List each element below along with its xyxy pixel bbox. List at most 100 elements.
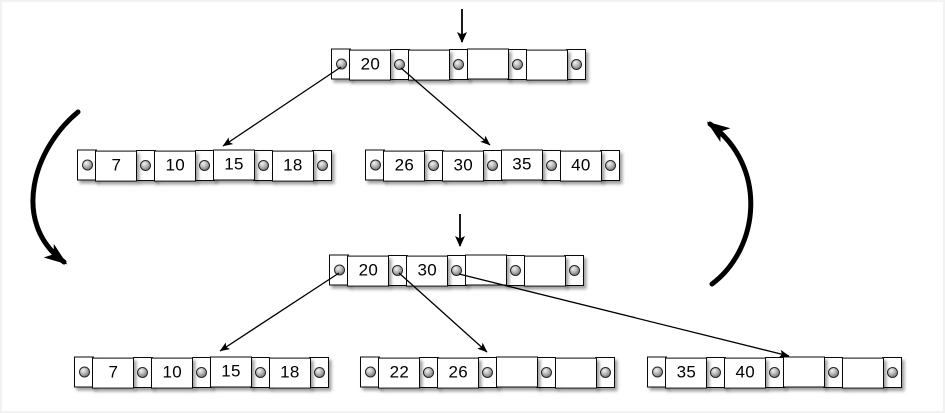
pointer-slot: [482, 150, 503, 181]
pointer-dot-icon: [487, 160, 499, 171]
pointer-slot: [77, 149, 97, 181]
key-cell: 15: [213, 149, 256, 181]
key-cell: 22: [378, 357, 421, 389]
node-left-child-before: 7 10 15 18: [77, 149, 333, 182]
pointer-dot-icon: [254, 367, 266, 378]
pointer-slot: [507, 49, 528, 80]
pointer-dot-icon: [364, 366, 376, 378]
key-cell: 30: [442, 150, 485, 182]
pointer-dot-icon: [199, 160, 211, 171]
pointer-slot: [329, 254, 349, 286]
key-cell: 26: [437, 357, 480, 389]
pointer-slot: [418, 357, 439, 388]
pointer-dot-icon: [257, 160, 269, 171]
pointer-slot: [250, 357, 271, 388]
key-cell: 7: [92, 357, 135, 389]
link-after-root-to-left-child: [219, 272, 340, 352]
key-cell: [467, 48, 510, 80]
key-cell: 35: [501, 149, 544, 181]
key-cell: 18: [268, 357, 311, 389]
key-cell: 10: [151, 357, 194, 389]
node-right-child-after: 35 40: [647, 356, 903, 389]
pointer-slot: [191, 357, 212, 388]
pointer-dot-icon: [651, 366, 663, 378]
pointer-slot: [389, 49, 410, 80]
key-cell: 15: [210, 356, 253, 388]
pointer-dot-icon: [599, 367, 611, 378]
pointer-dot-icon: [78, 366, 90, 378]
curved-arrow-up-icon: [706, 121, 754, 287]
pointer-slot: [309, 357, 330, 388]
pointer-dot-icon: [81, 159, 93, 171]
pointer-slot: [477, 357, 498, 388]
pointer-dot-icon: [196, 367, 208, 378]
pointer-slot: [312, 150, 333, 181]
pointer-slot: [423, 150, 444, 181]
pointer-slot: [132, 357, 153, 388]
key-cell: 18: [271, 150, 314, 182]
key-cell: [525, 49, 568, 81]
pointer-slot: [365, 149, 385, 181]
link-before-root-to-left-child: [222, 66, 342, 147]
key-cell: [523, 255, 566, 287]
pointer-slot: [446, 255, 467, 286]
pointer-dot-icon: [394, 59, 406, 70]
pointer-slot: [764, 357, 785, 388]
pointer-slot: [823, 357, 844, 388]
key-cell: 7: [95, 150, 138, 182]
pointer-slot: [505, 255, 526, 286]
pointer-dot-icon: [369, 159, 381, 171]
pointer-slot: [448, 49, 469, 80]
node-root-before: 20: [331, 48, 587, 81]
pointer-slot: [647, 356, 667, 388]
pointer-slot: [541, 150, 562, 181]
pointer-slot: [536, 357, 557, 388]
key-cell: [408, 49, 451, 81]
pointer-dot-icon: [333, 264, 345, 276]
key-cell: [496, 356, 539, 388]
pointer-dot-icon: [392, 265, 404, 276]
pointer-dot-icon: [540, 367, 552, 378]
pointer-dot-icon: [453, 59, 465, 70]
pointer-slot: [600, 150, 621, 181]
pointer-dot-icon: [451, 265, 463, 276]
pointer-slot: [566, 49, 587, 80]
node-left-child-after: 7 10 15 18: [74, 356, 330, 389]
pointer-slot: [360, 356, 380, 388]
pointer-dot-icon: [509, 265, 521, 276]
pointer-dot-icon: [604, 160, 616, 171]
key-cell: [783, 356, 826, 388]
pointer-dot-icon: [769, 367, 781, 378]
key-cell: 10: [154, 150, 197, 182]
pointer-dot-icon: [137, 367, 149, 378]
pointer-slot: [387, 255, 408, 286]
key-cell: 40: [724, 357, 767, 389]
pointer-dot-icon: [545, 160, 557, 171]
pointer-dot-icon: [570, 59, 582, 70]
pointer-slot: [705, 357, 726, 388]
key-cell: 20: [347, 255, 390, 287]
node-middle-child-after: 22 26: [360, 356, 616, 389]
pointer-slot: [135, 150, 156, 181]
curved-arrow-down-icon: [30, 109, 81, 265]
pointer-dot-icon: [316, 160, 328, 171]
key-cell: [554, 357, 597, 389]
pointer-dot-icon: [313, 367, 325, 378]
pointer-dot-icon: [335, 58, 347, 70]
pointer-slot: [882, 357, 903, 388]
pointer-slot: [595, 357, 616, 388]
key-cell: 20: [349, 49, 392, 81]
pointer-dot-icon: [827, 367, 839, 378]
key-cell: [465, 254, 508, 286]
pointer-slot: [564, 255, 585, 286]
pointer-dot-icon: [568, 265, 580, 276]
key-cell: 30: [406, 255, 449, 287]
key-cell: 35: [665, 357, 708, 389]
pointer-slot: [194, 150, 215, 181]
pointer-dot-icon: [710, 367, 722, 378]
key-cell: 26: [383, 150, 426, 182]
pointer-slot: [331, 48, 351, 80]
pointer-dot-icon: [511, 59, 523, 70]
